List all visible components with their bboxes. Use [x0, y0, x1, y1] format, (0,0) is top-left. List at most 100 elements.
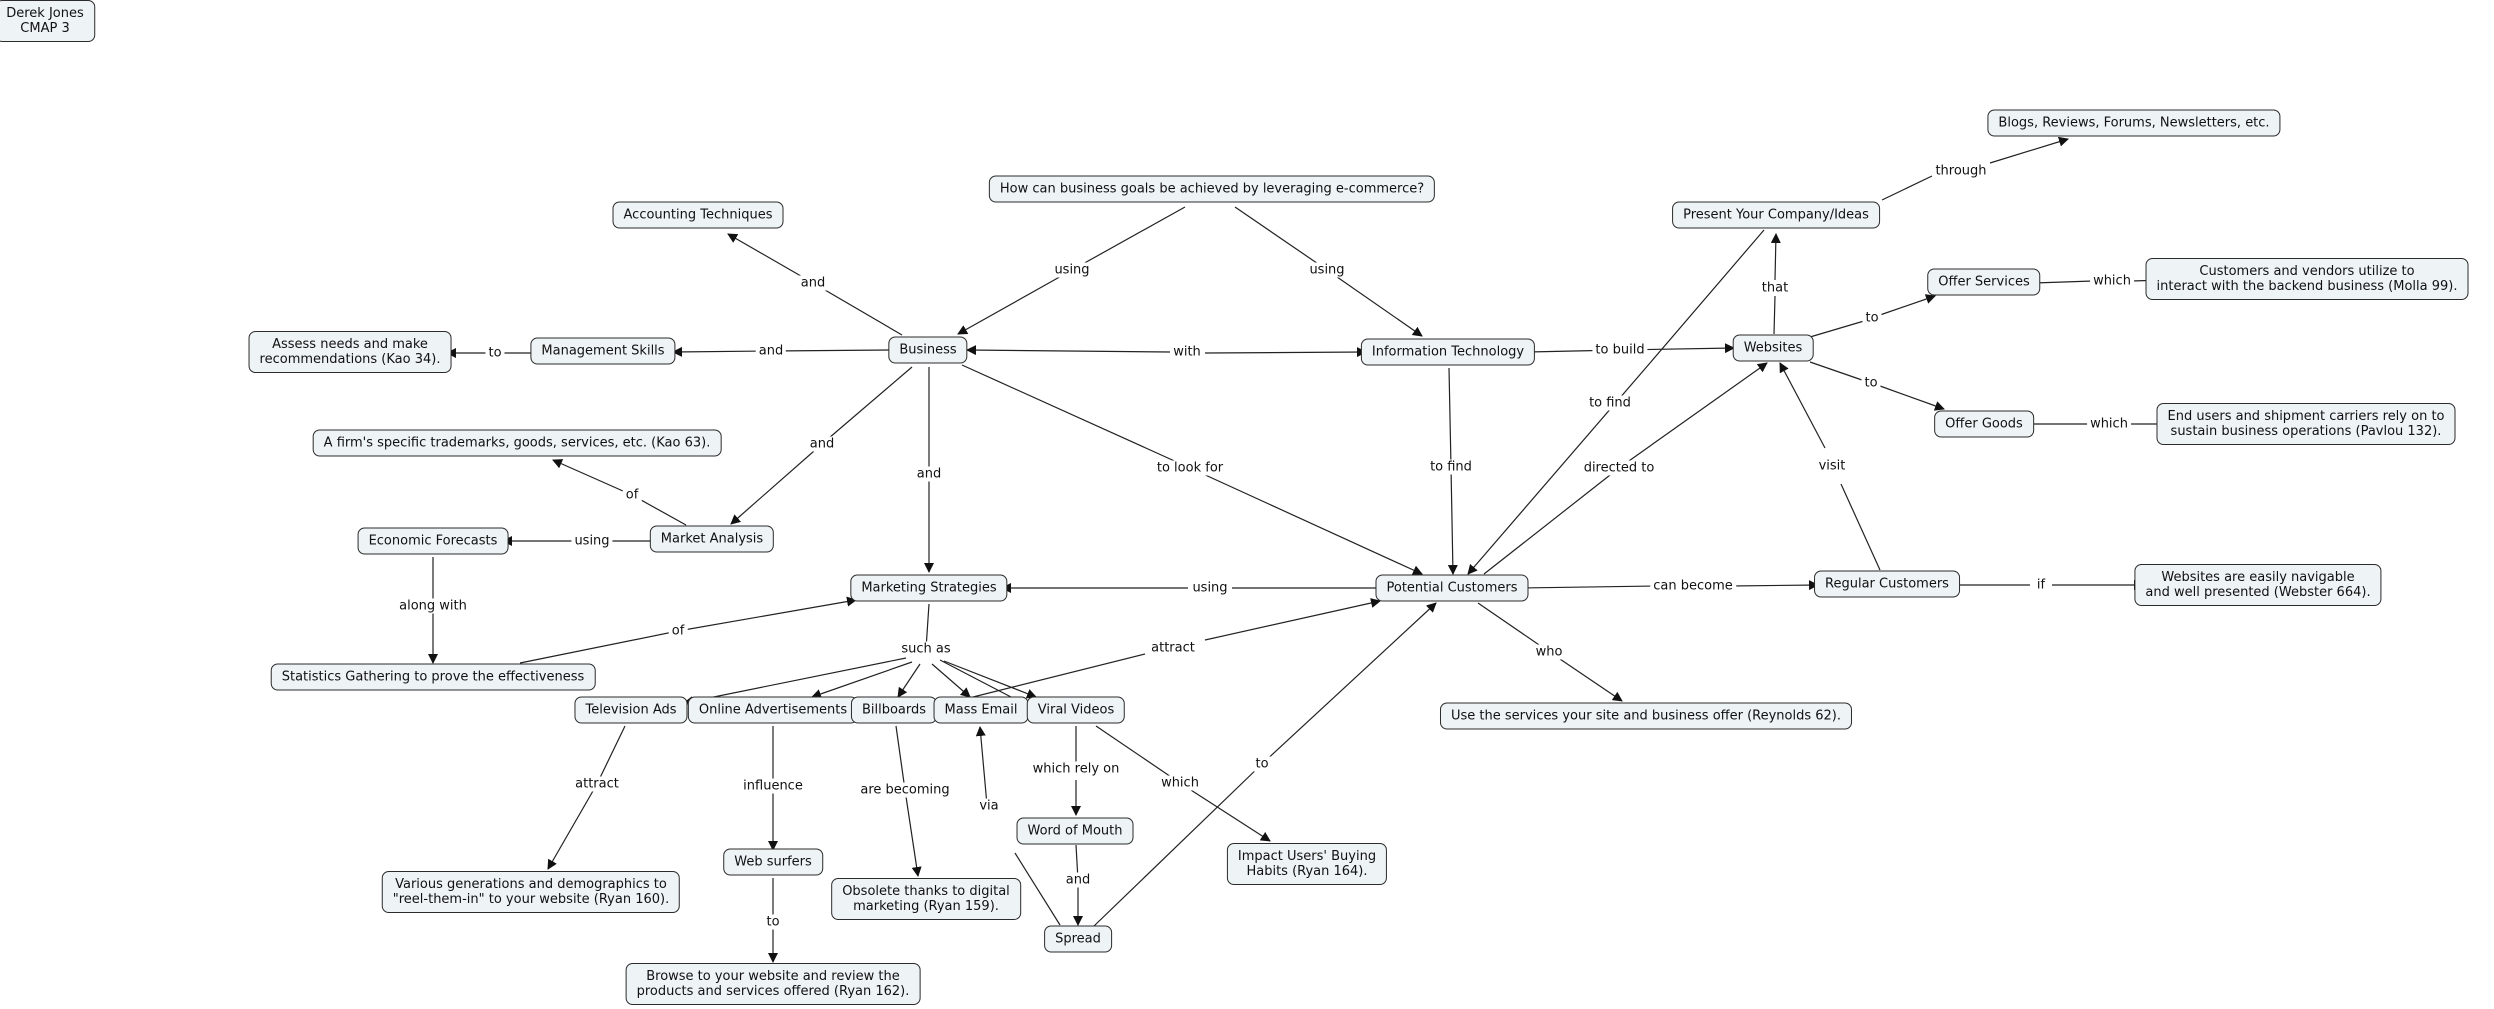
- connector: [1261, 602, 1437, 765]
- word-of-mouth-node[interactable]: Word of Mouth: [1016, 817, 1134, 845]
- connector: [1809, 361, 1863, 381]
- connector: [1618, 362, 1768, 469]
- connector: [975, 726, 988, 806]
- link-label-to-look-for: to look for: [1153, 460, 1227, 476]
- connector: [1840, 483, 1881, 571]
- connector: [730, 443, 823, 525]
- connector: [964, 653, 1146, 700]
- impact-buying-habits-node[interactable]: Impact Users' Buying Habits (Ryan 164).: [1226, 843, 1388, 885]
- connector: [1989, 136, 2069, 164]
- marketing-strategies-node[interactable]: Marketing Strategies: [850, 574, 1008, 602]
- end-users-node[interactable]: End users and shipment carriers rely on …: [2156, 403, 2456, 445]
- connector: [904, 789, 922, 877]
- online-advertisements-node[interactable]: Online Advertisements: [687, 696, 859, 724]
- accounting-techniques-node[interactable]: Accounting Techniques: [612, 201, 784, 229]
- economic-forecasts-node[interactable]: Economic Forecasts: [357, 527, 509, 555]
- link-label-which: which: [1158, 775, 1202, 791]
- various-generations-node[interactable]: Various generations and demographics to …: [381, 871, 681, 913]
- link-label-to: to: [485, 345, 505, 361]
- link-label-attract: attract: [1148, 640, 1198, 656]
- connector: [596, 725, 626, 785]
- market-analysis-node[interactable]: Market Analysis: [649, 525, 775, 553]
- connector: [547, 783, 598, 870]
- connector: [1234, 206, 1328, 271]
- assess-needs-node[interactable]: Assess needs and make recommendations (K…: [248, 331, 452, 373]
- obsolete-node[interactable]: Obsolete thanks to digital marketing (Ry…: [831, 878, 1021, 920]
- link-label-and: and: [1062, 872, 1094, 888]
- connector: [961, 364, 1191, 469]
- connector: [895, 725, 906, 791]
- connector: [1179, 782, 1271, 842]
- link-label-of: of: [622, 487, 642, 503]
- mass-email-node[interactable]: Mass Email: [933, 696, 1029, 724]
- connector: [811, 661, 913, 699]
- connector: [1448, 367, 1452, 468]
- billboards-node[interactable]: Billboards: [850, 696, 938, 724]
- link-label-which-rely-on: which rely on: [1029, 761, 1123, 777]
- connector: [957, 269, 1073, 335]
- link-label-who: who: [1532, 644, 1566, 660]
- link-label-and: and: [913, 466, 945, 482]
- link-label-visit: visit: [1815, 458, 1849, 474]
- connector: [1071, 206, 1186, 271]
- websites-node[interactable]: Websites: [1732, 334, 1814, 362]
- websites-navigable-node[interactable]: Websites are easily navigable and well p…: [2134, 564, 2382, 606]
- connector: [770, 349, 894, 352]
- connector: [1093, 763, 1263, 927]
- connector: [1520, 585, 1657, 589]
- viral-videos-node[interactable]: Viral Videos: [1026, 696, 1126, 724]
- connector: [966, 345, 1171, 356]
- link-label-can-become: can become: [1650, 578, 1736, 594]
- connector: [1204, 598, 1381, 641]
- link-label-such-as: such as: [898, 641, 954, 657]
- connector: [1483, 467, 1620, 575]
- link-label-using: using: [1051, 262, 1093, 278]
- statistics-gathering-node[interactable]: Statistics Gathering to prove the effect…: [270, 663, 596, 691]
- link-label-using: using: [571, 533, 613, 549]
- spread-node[interactable]: Spread: [1044, 925, 1112, 953]
- author-node: Derek Jones CMAP 3: [0, 0, 95, 42]
- connector: [1477, 602, 1546, 650]
- offer-services-node[interactable]: Offer Services: [1927, 268, 2041, 296]
- business-node[interactable]: Business: [888, 336, 968, 364]
- link-label-are-becoming: are becoming: [857, 782, 953, 798]
- management-skills-node[interactable]: Management Skills: [530, 337, 676, 365]
- information-technology-node[interactable]: Information Technology: [1360, 338, 1536, 366]
- link-label-via: via: [976, 798, 1002, 814]
- connector: [1773, 295, 1776, 335]
- connector: [1326, 269, 1423, 337]
- regular-customers-node[interactable]: Regular Customers: [1814, 570, 1960, 598]
- link-label-directed-to: directed to: [1580, 460, 1658, 476]
- connector: [897, 663, 921, 698]
- link-label-attract: attract: [572, 776, 622, 792]
- connector: [821, 366, 913, 445]
- use-services-node[interactable]: Use the services your site and business …: [1439, 702, 1853, 730]
- connector: [552, 459, 633, 496]
- potential-customers-node[interactable]: Potential Customers: [1375, 574, 1529, 602]
- link-label-to: to: [1862, 310, 1882, 326]
- link-label-to-find: to find: [1427, 459, 1475, 475]
- connector: [677, 596, 857, 632]
- connector: [1879, 385, 1945, 411]
- television-ads-node[interactable]: Television Ads: [574, 696, 688, 724]
- focus-question-node[interactable]: How can business goals be achieved by le…: [988, 175, 1436, 203]
- present-company-node[interactable]: Present Your Company/Ideas: [1672, 201, 1880, 229]
- trademarks-node[interactable]: A firm's specific trademarks, goods, ser…: [312, 429, 722, 457]
- connector: [931, 663, 971, 698]
- link-label-to-build: to build: [1592, 342, 1648, 358]
- connector: [939, 659, 1012, 698]
- blogs-reviews-node[interactable]: Blogs, Reviews, Forums, Newsletters, etc…: [1987, 109, 2281, 137]
- connector: [727, 233, 814, 284]
- connector: [812, 282, 903, 336]
- link-label-of: of: [668, 623, 688, 639]
- browse-website-node[interactable]: Browse to your website and review the pr…: [625, 963, 921, 1005]
- link-label-to: to: [763, 914, 783, 930]
- offer-goods-node[interactable]: Offer Goods: [1934, 410, 2034, 438]
- link-label-through: through: [1932, 163, 1990, 179]
- customers-vendors-node[interactable]: Customers and vendors utilize to interac…: [2145, 258, 2469, 300]
- link-label-and: and: [797, 275, 829, 291]
- web-surfers-node[interactable]: Web surfers: [723, 848, 823, 876]
- connector: [1553, 654, 1623, 702]
- connector: [943, 660, 1037, 699]
